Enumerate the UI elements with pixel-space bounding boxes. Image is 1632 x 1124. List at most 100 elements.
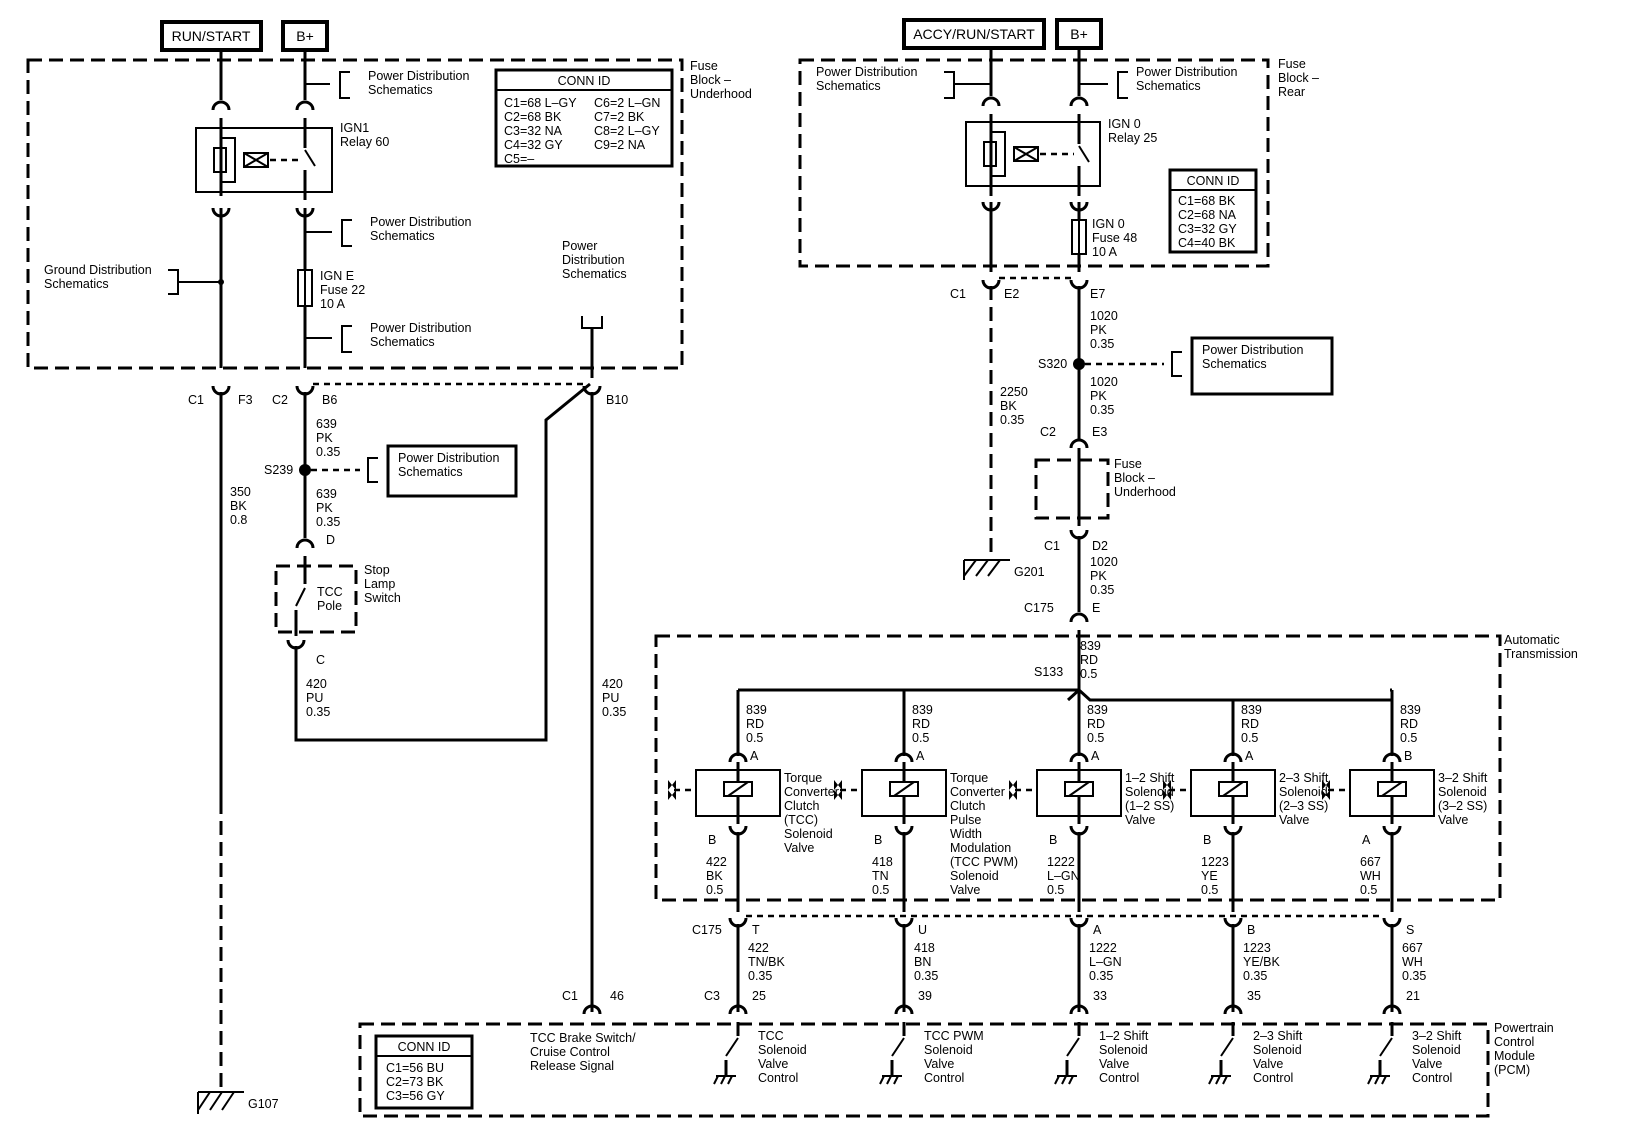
pcm-driver-3-switch — [1066, 1037, 1080, 1057]
solenoid-3-name-line-4: Valve — [1125, 813, 1155, 827]
solenoid-2-pin-in: A — [916, 749, 925, 763]
fuse-block-rear-label-1: Fuse — [1278, 57, 1306, 71]
pcm-driver-1-switch — [725, 1037, 739, 1057]
fb-underhood-label-3: Underhood — [1114, 485, 1176, 499]
pds-rear-right-label-2: Schematics — [1136, 79, 1201, 93]
pcm-conn-id-row-3: C3=56 GY — [386, 1089, 445, 1103]
solenoid-4-coil-diag — [1222, 781, 1244, 797]
pcm-control-3-line-1: 1–2 Shift — [1099, 1029, 1149, 1043]
solenoid-2-name-line-6: Modulation — [950, 841, 1011, 855]
c175-wire-2-color: BN — [914, 955, 931, 969]
solenoid-5-pin-out: A — [1362, 833, 1371, 847]
wire-839-label-3: 0.5 — [1080, 667, 1097, 681]
pds-s320-box — [1190, 336, 1334, 396]
pcm-conn-id-row-2: C2=73 BK — [386, 1075, 444, 1089]
pcm-c3-pin-5: 21 — [1406, 989, 1420, 1003]
solenoid-4-out-wire-gauge: 0.5 — [1201, 883, 1218, 897]
solenoid-1-in-wire-number: 839 — [746, 703, 767, 717]
solenoid-1-name-line-3: Clutch — [784, 799, 819, 813]
e3-connector — [1069, 438, 1089, 449]
s320-bracket — [1171, 351, 1182, 377]
pds-b10-label-2: Distribution — [562, 253, 625, 267]
rear-conn-id-row-3: C3=32 GY — [1178, 222, 1237, 236]
solenoid-5-pin-in: B — [1404, 749, 1412, 763]
solenoid-4-valve-icon — [1163, 780, 1171, 800]
solenoid-4-name-line-1: 2–3 Shift — [1279, 771, 1329, 785]
pcm-control-5-line-4: Control — [1412, 1071, 1452, 1085]
solenoid-5-pin-in-connector — [1382, 752, 1402, 763]
fb-underhood-label-2: Block – — [1114, 471, 1155, 485]
g107-ground-icon — [197, 1091, 244, 1114]
underhood-conn-id-r2c2: C7=2 BK — [594, 110, 645, 124]
pds-rear-left-bracket — [944, 71, 955, 99]
tcc-pole-label-1: TCC — [317, 585, 343, 599]
solenoid-2-name-line-2: Converter — [950, 785, 1005, 799]
solenoid-3-pin-in-connector — [1069, 752, 1089, 763]
solenoid-2-in-wire-gauge: 0.5 — [912, 731, 929, 745]
pds-low-label-1: Power Distribution — [370, 321, 471, 335]
solenoid-1-out-wire-color: BK — [706, 869, 723, 883]
pcm-c1-pin: 46 — [610, 989, 624, 1003]
pcm-label-1: Powertrain — [1494, 1021, 1554, 1035]
pin-d-connector — [295, 538, 315, 549]
right-c1-label: C1 — [950, 287, 966, 301]
auto-trans-label-1: Automatic — [1504, 633, 1560, 647]
c175-wire-5-color: WH — [1402, 955, 1423, 969]
solenoid-3-coil-diag — [1068, 781, 1090, 797]
pcm-control-5-line-2: Solenoid — [1412, 1043, 1461, 1057]
left-c2-label: C2 — [272, 393, 288, 407]
underhood-conn-id-r3c1: C3=32 NA — [504, 124, 563, 138]
solenoid-1-name-line-2: Converter — [784, 785, 839, 799]
pcm-control-3-line-3: Valve — [1099, 1057, 1129, 1071]
c175-wire-1-number: 422 — [748, 941, 769, 955]
c175-wire-3-color: L–GN — [1089, 955, 1122, 969]
fuse-48-label-2: Fuse 48 — [1092, 231, 1137, 245]
underhood-conn-id-box — [494, 68, 674, 168]
pcm-control-3-line-4: Control — [1099, 1071, 1139, 1085]
solenoid-4-name-line-4: Valve — [1279, 813, 1309, 827]
c175-top-label: C175 — [1024, 601, 1054, 615]
pds-mid-label-2: Schematics — [370, 229, 435, 243]
wire-1020c-label-3: 0.35 — [1090, 583, 1114, 597]
solenoid-2-name-line-4: Pulse — [950, 813, 981, 827]
wire-639b-label-1: 639 — [316, 487, 337, 501]
fuse-block-underhood-label-1: Fuse — [690, 59, 718, 73]
solenoid-4-pin-in: A — [1245, 749, 1254, 763]
wire-839-label-2: RD — [1080, 653, 1098, 667]
wire-639a-label-1: 639 — [316, 417, 337, 431]
solenoid-3-pin-in: A — [1091, 749, 1100, 763]
solenoid-5-in-wire-color: RD — [1400, 717, 1418, 731]
fuse-block-underhood-border — [26, 58, 684, 370]
pcm-c1-46-connector — [582, 1004, 602, 1015]
pcm-label-2: Control — [1494, 1035, 1534, 1049]
solenoid-3-out-wire-color: L–GN — [1047, 869, 1080, 883]
ign0-relay-label-2: Relay 25 — [1108, 131, 1157, 145]
pcm-driver-4-ground-icon — [1208, 1075, 1231, 1085]
relay-coil-x2 — [243, 152, 269, 168]
fuse-22-label-2: Fuse 22 — [320, 283, 365, 297]
pcm-driver-1-ground-icon — [713, 1075, 736, 1085]
pcm-control-2-line-1: TCC PWM — [924, 1029, 984, 1043]
wire-1020b-label-1: 1020 — [1090, 375, 1118, 389]
c175-wire-4-gauge: 0.35 — [1243, 969, 1267, 983]
ign1-relay-box — [195, 127, 333, 193]
c1-d2-label: C1 — [1044, 539, 1060, 553]
c175-pin-5-label: S — [1406, 923, 1414, 937]
pcm-c3-pin-3: 33 — [1093, 989, 1107, 1003]
solenoid-4-in-wire-color: RD — [1241, 717, 1259, 731]
solenoid-3-pin-out: B — [1049, 833, 1057, 847]
solenoid-1-pin-in-connector — [728, 752, 748, 763]
solenoid-5-name-line-2: Solenoid — [1438, 785, 1487, 799]
ground-dist-splice — [218, 279, 224, 285]
solenoid-1-coil-diag — [727, 781, 749, 797]
solenoid-3-name-line-1: 1–2 Shift — [1125, 771, 1175, 785]
pcm-c3-pin-1: 25 — [752, 989, 766, 1003]
wire-2250-label-3: 0.35 — [1000, 413, 1024, 427]
rear-conn-id-row-2: C2=68 NA — [1178, 208, 1237, 222]
left-f3-label: F3 — [238, 393, 253, 407]
relay25-connector-top-left — [981, 96, 1001, 107]
wire-1020a-label-1: 1020 — [1090, 309, 1118, 323]
ign1-relay-label-2: Relay 60 — [340, 135, 389, 149]
solenoid-1-pin-out: B — [708, 833, 716, 847]
fuse-block-rear-border — [798, 58, 1270, 268]
